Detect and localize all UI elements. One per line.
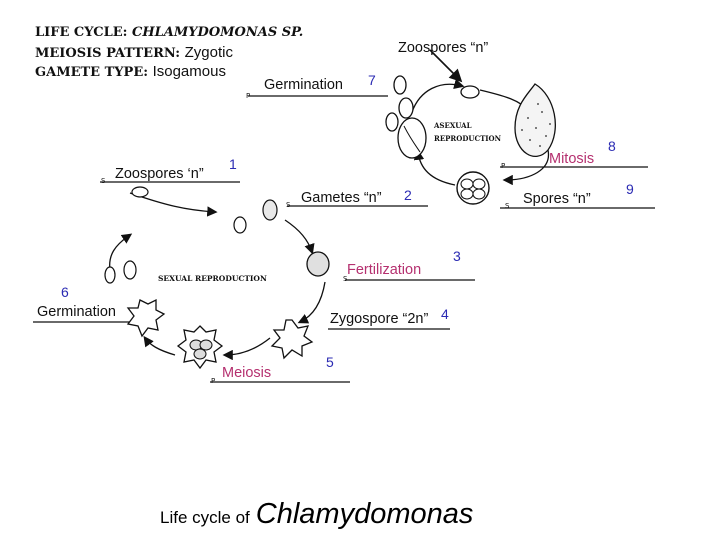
figure-caption: Life cycle of Chlamydomonas xyxy=(160,498,473,531)
asexual-cycle-arc xyxy=(411,78,465,113)
caption-prefix: Life cycle of xyxy=(160,508,250,527)
gamete-type-line: GAMETE TYPE: Isogamous xyxy=(35,63,226,80)
label-fertilization: Fertilization xyxy=(347,262,422,278)
asexual-label: ASEXUAL xyxy=(433,121,472,130)
life-cycle-value: CHLAMYDOMONAS SP. xyxy=(132,25,304,40)
tag-p: P xyxy=(211,377,215,385)
asexual-cycle: ASEXUAL REPRODUCTION xyxy=(385,49,556,205)
label-spores: Spores “n” xyxy=(523,191,591,207)
step-number-3: 3 xyxy=(453,248,461,264)
meiosis-pattern-line: MEIOSIS PATTERN: Zygotic xyxy=(35,44,233,61)
life-cycle-line: LIFE CYCLE: CHLAMYDOMONAS SP. xyxy=(35,25,303,40)
step-number-6: 6 xyxy=(61,284,69,300)
zoospore-pointer xyxy=(429,49,463,83)
step-number-8: 8 xyxy=(608,138,616,154)
caption-genus: Chlamydomonas xyxy=(255,498,474,530)
meiosis-pattern-key: MEIOSIS PATTERN: xyxy=(35,46,181,61)
gamete-type-key: GAMETE TYPE: xyxy=(35,65,149,80)
label-underlines xyxy=(33,95,655,383)
tag-s: S xyxy=(505,202,510,210)
sexual-cycle-arc xyxy=(222,337,271,361)
tag-p: P xyxy=(501,162,505,170)
gamete-type-value: Isogamous xyxy=(152,63,226,80)
step-number-7: 7 xyxy=(368,72,376,88)
label-zoospores-left: Zoospores ‘n” xyxy=(115,166,204,182)
sexual-cycle-arc xyxy=(284,219,315,255)
tag-s: S xyxy=(343,275,348,283)
label-meiosis: Meiosis xyxy=(222,365,272,381)
label-mitosis: Mitosis xyxy=(549,151,595,167)
asexual-cycle-arc xyxy=(413,149,456,186)
sexual-cycle-arc xyxy=(143,335,176,356)
label-zoospores-top: Zoospores “n” xyxy=(398,40,489,56)
step-number-9: 9 xyxy=(626,181,634,197)
step-number-1: 1 xyxy=(229,156,237,172)
tag-p: P xyxy=(246,92,250,100)
step-number-4: 4 xyxy=(441,306,449,322)
step-number-5: 5 xyxy=(326,354,334,370)
life-cycle-key: LIFE CYCLE: xyxy=(35,25,128,40)
sexual-cycle: SEXUAL REPRODUCTION xyxy=(104,186,330,370)
meiosis-pattern-value: Zygotic xyxy=(184,44,233,61)
label-gametes: Gametes “n” xyxy=(301,190,382,206)
asexual-cycle-arc xyxy=(502,149,550,186)
label-germination-7: Germination xyxy=(264,77,343,93)
tag-s: S xyxy=(101,177,106,185)
reproduction-label: REPRODUCTION xyxy=(434,134,502,143)
label-germination-6: Germination xyxy=(37,304,116,320)
label-zygospore: Zygospore “2n” xyxy=(330,311,429,327)
sexual-cycle-arc xyxy=(109,233,133,271)
sexual-cycle-arc xyxy=(297,281,326,324)
sexual-reproduction-label: SEXUAL REPRODUCTION xyxy=(158,274,267,283)
step-number-2: 2 xyxy=(404,187,412,203)
tag-s: S xyxy=(286,201,291,209)
